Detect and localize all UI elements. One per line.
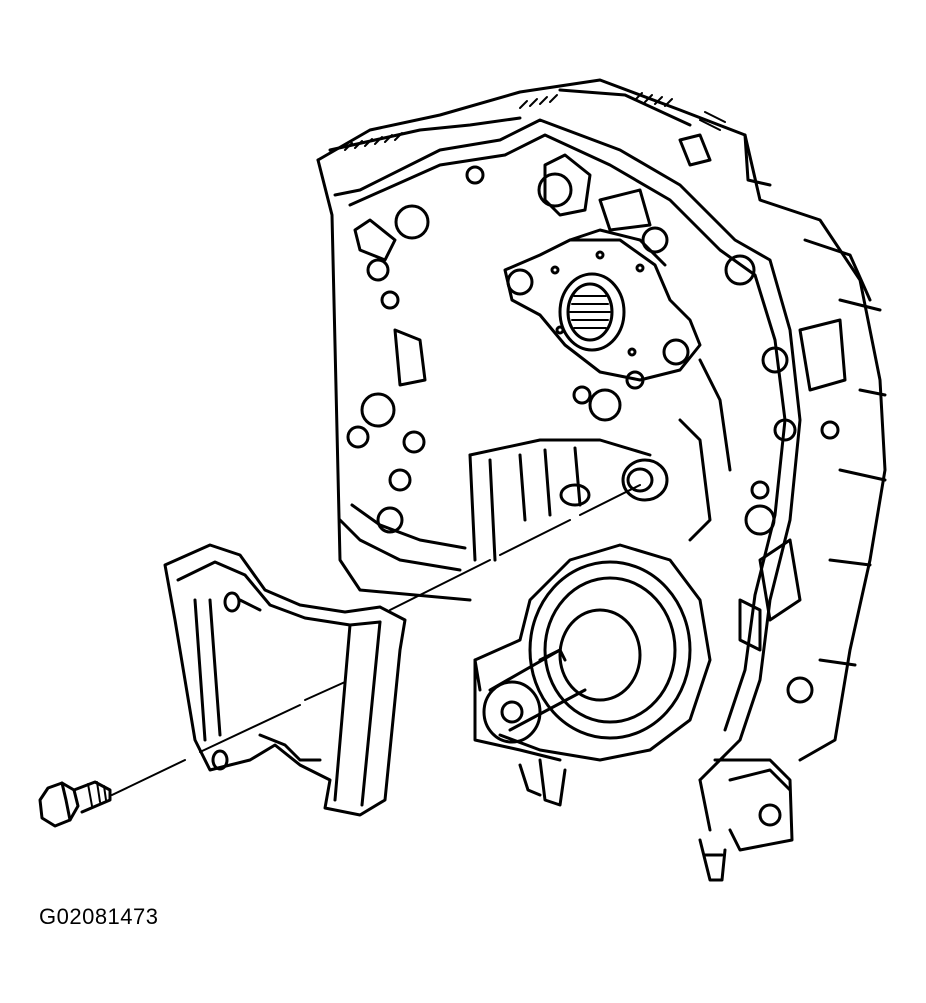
timing-chain-guide (165, 545, 405, 815)
figure-id-label: G02081473 (39, 904, 159, 929)
front-cover-gasket (335, 120, 800, 780)
cylinder-bores (470, 360, 730, 560)
upper-bosses (467, 135, 710, 420)
left-bolt-bosses (348, 206, 428, 532)
engine-front-cover-exploded-drawing (0, 0, 926, 900)
installation-alignment-line (112, 485, 640, 795)
oil-pump-flange (505, 230, 700, 380)
guide-bolt (40, 782, 110, 826)
crankshaft-snout (475, 545, 710, 805)
top-hatching (345, 93, 725, 150)
right-bolt-bosses (726, 256, 845, 702)
lower-right-block (700, 760, 792, 880)
engine-block (318, 80, 885, 760)
